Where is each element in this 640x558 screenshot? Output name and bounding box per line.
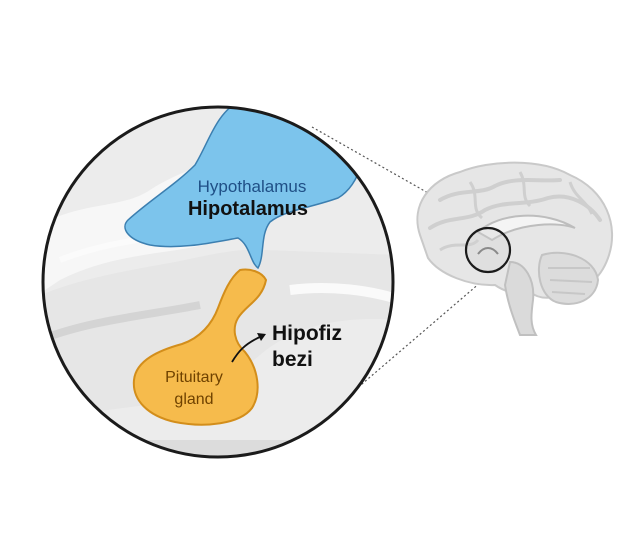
magnified-view <box>41 105 395 459</box>
pituitary-label-en-line1: Pituitary <box>165 369 223 386</box>
hypothalamus-label-tr: Hipotalamus <box>188 198 308 220</box>
hypothalamus-label-en: Hypothalamus <box>198 177 307 196</box>
pointer-arrow <box>231 333 266 363</box>
pituitary-label-tr-line1: Hipofiz <box>272 322 342 345</box>
pituitary-label-tr-line2: bezi <box>272 348 313 371</box>
brain-zoom-ring <box>464 226 512 274</box>
magnified-view-outline <box>41 105 395 459</box>
zoom-connector-lines <box>311 126 496 397</box>
brain-illustration <box>416 161 613 336</box>
pituitary-gland-shape <box>132 268 268 426</box>
pituitary-label-en-line2: gland <box>174 391 213 408</box>
